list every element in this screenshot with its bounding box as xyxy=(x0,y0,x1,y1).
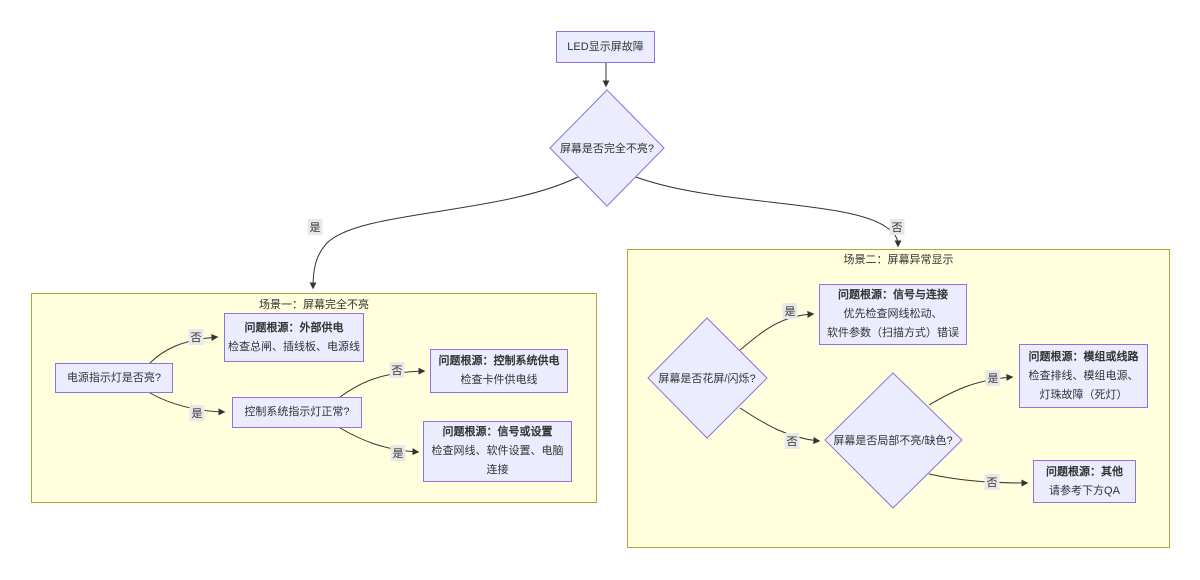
edge-label-partial-yes: 是 xyxy=(985,370,1001,386)
node-signal-connection-detail-line1: 优先检查网线松动、 xyxy=(843,308,943,320)
node-signal-settings-title: 问题根源：信号或设置 xyxy=(442,426,553,438)
node-control-power-detail: 检查卡件供电线 xyxy=(460,374,538,386)
node-external-power: 问题根源：外部供电 检查总闸、插线板、电源线 xyxy=(224,313,364,362)
node-other-cause-title: 问题根源：其他 xyxy=(1046,465,1123,478)
decision-main-label: 屏幕是否完全不亮? xyxy=(559,143,655,155)
node-signal-settings: 问题根源：信号或设置 检查网线、软件设置、电脑 连接 xyxy=(423,421,572,482)
cluster-scenario1-title: 场景一：屏幕完全不亮 xyxy=(259,299,369,311)
cluster-scenario2-title: 场景二：屏幕异常显示 xyxy=(843,254,954,266)
node-signal-connection-title: 问题根源：信号与连接 xyxy=(838,289,948,301)
edge-label-flicker-no: 否 xyxy=(784,433,800,449)
node-other-cause-detail: 请参考下方QA xyxy=(1049,484,1120,497)
node-module-circuit-title: 问题根源：模组或线路 xyxy=(1028,350,1139,363)
node-module-circuit-detail-line2: 灯珠故障（死灯） xyxy=(1039,388,1128,401)
decision-partial-label: 屏幕是否局部不亮/缺色? xyxy=(833,435,953,447)
decision-flicker-label: 屏幕是否花屏/闪烁? xyxy=(658,373,756,385)
node-signal-settings-detail-line2: 连接 xyxy=(486,464,509,476)
node-other-cause: 问题根源：其他 请参考下方QA xyxy=(1033,460,1136,503)
edge-label-control-yes: 是 xyxy=(390,445,406,461)
node-power-indicator-label: 电源指示灯是否亮? xyxy=(66,371,162,384)
node-module-circuit-detail-line1: 检查排线、模组电源、 xyxy=(1028,369,1139,382)
edge-main-decision-yes-to-scenario1 xyxy=(309,176,579,290)
edge-label-control-no: 否 xyxy=(389,362,405,378)
node-power-indicator-question: 电源指示灯是否亮? xyxy=(55,363,173,393)
node-control-indicator-label: 控制系统指示灯正常? xyxy=(244,406,350,418)
edge-label-main-no: 否 xyxy=(889,219,905,235)
edge-label-partial-no: 否 xyxy=(984,474,1000,490)
edge-label-main-yes: 是 xyxy=(307,219,323,235)
edge-label-power-no: 否 xyxy=(188,329,204,345)
node-control-power-title: 问题根源：控制系统供电 xyxy=(438,355,560,367)
edge-main-decision-no-to-scenario2 xyxy=(635,176,902,248)
node-module-circuit: 问题根源：模组或线路 检查排线、模组电源、 灯珠故障（死灯） xyxy=(1019,344,1148,408)
node-root: LED显示屏故障 xyxy=(556,31,655,63)
node-external-power-title: 问题根源：外部供电 xyxy=(244,321,344,334)
edge-label-flicker-yes: 是 xyxy=(782,303,798,319)
node-root-label: LED显示屏故障 xyxy=(567,40,644,53)
node-signal-connection: 问题根源：信号与连接 优先检查网线松动、 软件参数（扫描方式）错误 xyxy=(819,284,967,345)
node-external-power-detail: 检查总闸、插线板、电源线 xyxy=(228,340,360,353)
node-control-power: 问题根源：控制系统供电 检查卡件供电线 xyxy=(430,349,568,393)
edge-label-power-yes: 是 xyxy=(189,405,205,421)
node-control-indicator-question: 控制系统指示灯正常? xyxy=(232,397,362,428)
node-signal-connection-detail-line2: 软件参数（扫描方式）错误 xyxy=(827,327,959,339)
node-signal-settings-detail-line1: 检查网线、软件设置、电脑 xyxy=(431,445,564,457)
